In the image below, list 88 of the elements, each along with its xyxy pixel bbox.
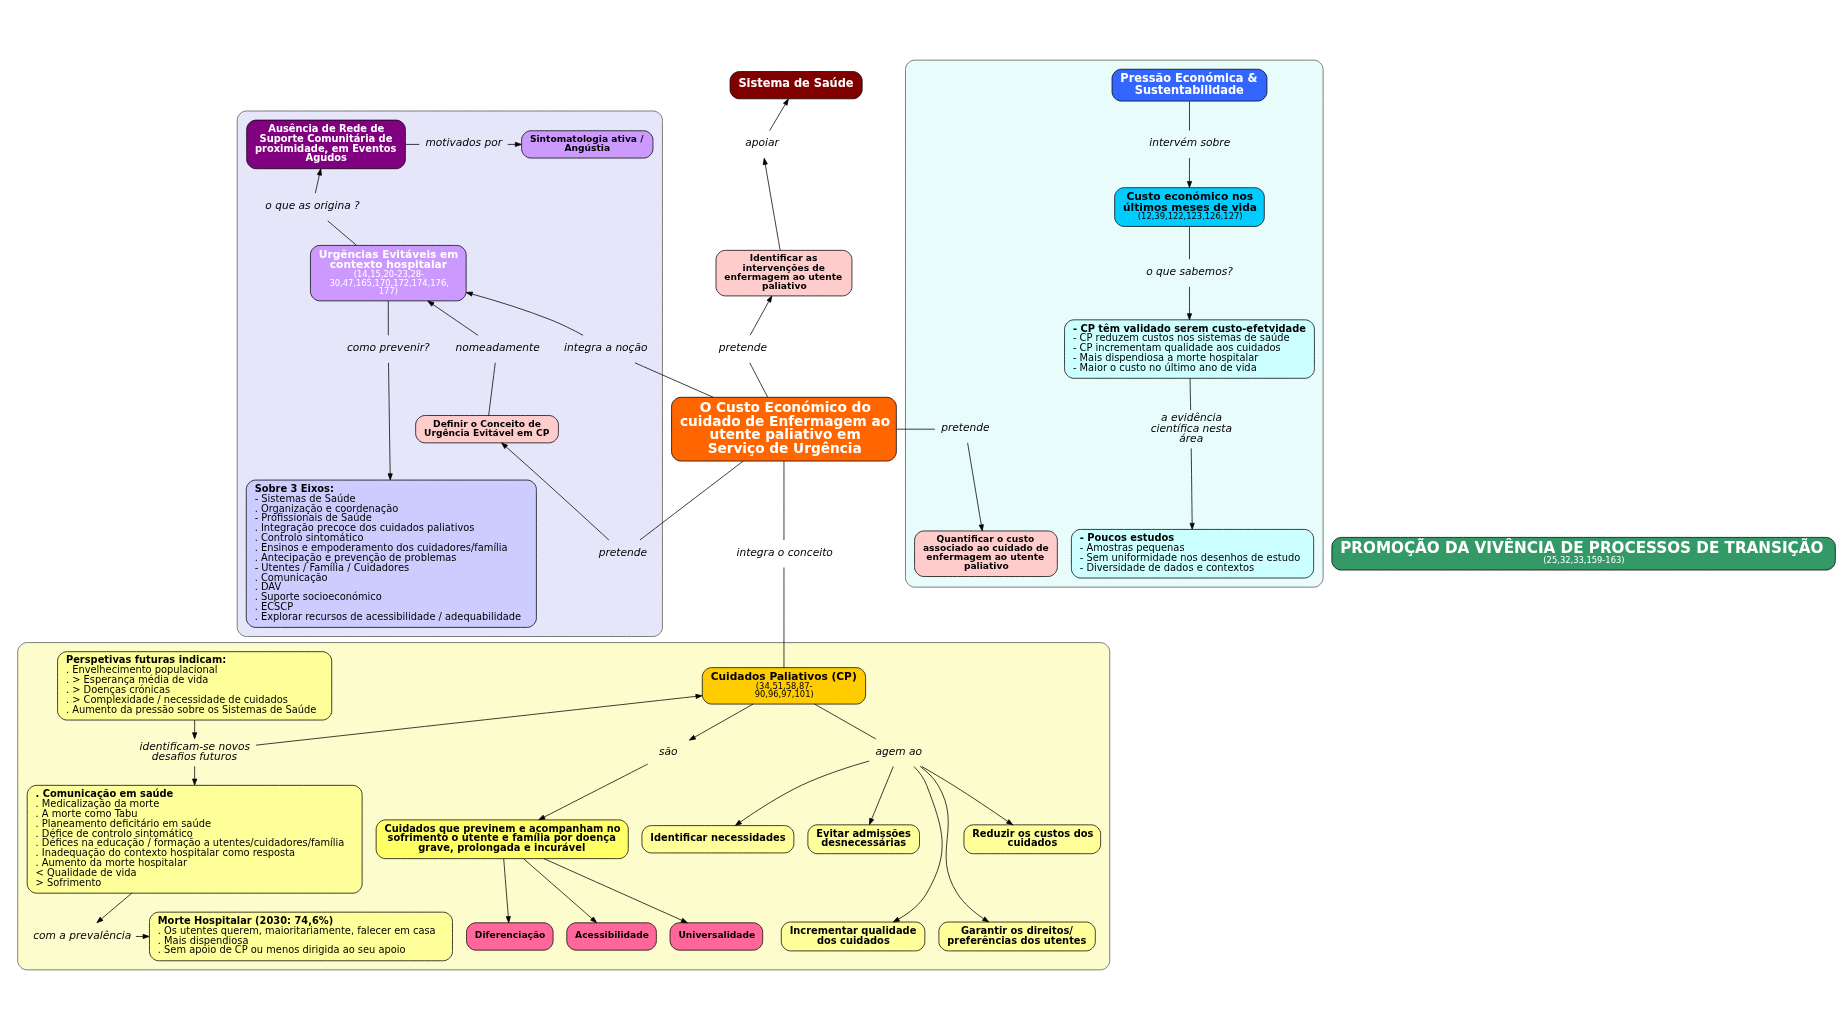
connector [1189, 225, 1190, 260]
arrow [314, 168, 322, 193]
node-text: pretende [941, 420, 990, 434]
node-box: . Comunicação em saúde . Medicalização da morte . A morte como Tabu . Planeamento deficitário em saúde . Défice de controlo sintomático . Défices na educação / formação a utentes/cuidadores/família . Inadequação do contexto hospitalar como resposta . Aumento da morte hospitalar < Qualidade de vida > Sofrimento [26, 784, 363, 894]
node-text: intervém sobre [1149, 135, 1231, 149]
arrow [543, 857, 688, 923]
node-text: com a prevalência [33, 928, 132, 942]
arrow [96, 892, 133, 923]
node-box: PROMOÇÃO DA VIVÊNCIA DE PROCESSOS DE TRANSIÇÃO (25,32,33,159-163) [1331, 536, 1836, 570]
node-text: como prevenir? [346, 340, 430, 354]
node-text: integra o conceito [736, 545, 833, 559]
node-box: Garantir os direitos/ preferências dos utentes [938, 921, 1096, 951]
node-box: Acessibilidade [566, 921, 657, 950]
connector [327, 220, 357, 246]
arrow [465, 291, 584, 336]
arrow [1186, 285, 1192, 320]
node-box: Urgências Evitáveis em contexto hospitalar (14,15,20-23,28-30,47,165,170,172,174,176,177) [310, 244, 467, 301]
node-text: nomeadamente [455, 340, 540, 354]
connector [896, 428, 936, 430]
node-box: Cuidados Paliativos (CP) (34,51,58,87-90,96,97,101) [701, 666, 866, 704]
node-text: integra a noção [564, 340, 648, 354]
arrow [769, 98, 789, 131]
node-box: Custo económico nos últimos meses de vida (12,39,122,123,126,127) [1114, 186, 1265, 227]
node-box: Sobre 3 Eixos: - Sistemas de Saúde . Organização e coordenação - Profissionais de Saúde . Integração precoce dos cuidados paliativos . Controlo sintomático . Ensinos e empoderamento dos cuidadores/família . Antecipação e prevenção de problemas - Utentes / Família / Cuidadores . Comunicação . DAV . Suporte socioeconómico . ECSCP . Explorar recursos de acessibilidade / adequabilidade [245, 479, 537, 628]
arrow [523, 857, 597, 923]
node-box: Definir o Conceito de Urgência Evitável em CP [415, 414, 559, 443]
arrow [1186, 157, 1192, 188]
arrow [255, 693, 703, 746]
node-text: apoiar [745, 135, 779, 149]
cluster [905, 59, 1324, 587]
cluster [236, 110, 663, 637]
node-box: Universalidade [669, 921, 764, 950]
connector [749, 361, 768, 397]
connector [1189, 377, 1192, 410]
node-text: agem ao [875, 744, 922, 758]
arrow [503, 857, 511, 923]
node-box: Evitar admissões desnecessárias [807, 823, 920, 854]
connector [814, 703, 877, 739]
node-box: Incrementar qualidade dos cuidados [780, 921, 926, 951]
arrow [919, 765, 990, 922]
arrow [688, 703, 754, 741]
node-text: o que as origina ? [265, 198, 360, 212]
node-box: - Poucos estudos - Amostras pequenas - Sem uniformidade nos desenhos de estudo - Diversidade de dados e contextos [1071, 528, 1315, 578]
arrow [967, 442, 984, 531]
arrow [762, 157, 781, 251]
arrow [538, 763, 649, 820]
node-box: Identificar as intervenções de enfermagem ao utente paliativo [715, 249, 853, 296]
node-text: motivados por [425, 135, 503, 149]
node-box: Sistema de Saúde [729, 70, 863, 99]
arrow [869, 765, 894, 825]
arrow [135, 933, 150, 939]
arrow [427, 300, 479, 336]
arrow [735, 760, 870, 826]
cluster [17, 641, 1111, 970]
connector [639, 460, 744, 540]
arrow [921, 765, 1014, 825]
arrow [749, 295, 773, 336]
arrow [192, 765, 198, 785]
arrow [387, 361, 393, 480]
connector [1189, 100, 1190, 131]
node-box: Ausência de Rede de Suporte Comunitária de proximidade, em Eventos Agudos [246, 119, 406, 169]
node-box: - CP têm validado serem custo-efetvidade - CP reduzem custos nos sistemas de saúde - CP incrementam qualidade aos cuidados - Mais dispendiosa a morte hospitalar - Maior o custo no último ano de vida [1064, 318, 1315, 379]
arrow [892, 765, 943, 922]
node-text: pretende [598, 545, 648, 559]
node-box: Morte Hospitalar (2030: 74,6%) . Os utentes querem, maioritariamente, falecer em casa . Mais dispendiosa . Sem apoio de CP ou menos dirigida ao seu apoio [149, 911, 453, 961]
node-text: são [659, 744, 678, 758]
node-box: Perspetivas futuras indicam: . Envelhecimento populacional . > Esperança média de vida . > Doenças crónicas . > Complexidade / necessidade de cuidados . Aumento da pressão sobre os Sistemas de Saúde [57, 650, 333, 720]
node-box: Reduzir os custos dos cuidados [963, 823, 1101, 854]
arrow [192, 719, 198, 739]
arrow [507, 141, 522, 147]
connector [634, 361, 714, 398]
arrow [501, 442, 610, 540]
node-box: Cuidados que previnem e acompanham no sofrimento o utente e família por doença grave, prolongada e incurável [375, 819, 629, 859]
node-box: O Custo Económico do cuidado de Enfermagem ao utente paliativo em Serviço de Urgência [671, 396, 897, 461]
node-text: pretende [718, 340, 768, 354]
node-text: a evidência científica nesta área [1150, 410, 1233, 445]
connector [488, 361, 496, 416]
node-box: Sintomatologia ativa / Angústia [521, 129, 654, 158]
connector [783, 566, 785, 668]
node-text: o que sabemos? [1146, 264, 1233, 278]
node-box: Diferenciação [466, 921, 554, 950]
node-box: Quantificar o custo associado ao cuidado de enfermagem ao utente paliativo [914, 530, 1058, 577]
arrow [1189, 447, 1195, 530]
connector [387, 300, 389, 336]
node-text: identificam-se novos desafios futuros [139, 739, 251, 763]
node-box: Identificar necessidades [641, 824, 795, 853]
connector [405, 143, 420, 145]
node-box: Pressão Económica & Sustentabilidade [1111, 68, 1268, 101]
